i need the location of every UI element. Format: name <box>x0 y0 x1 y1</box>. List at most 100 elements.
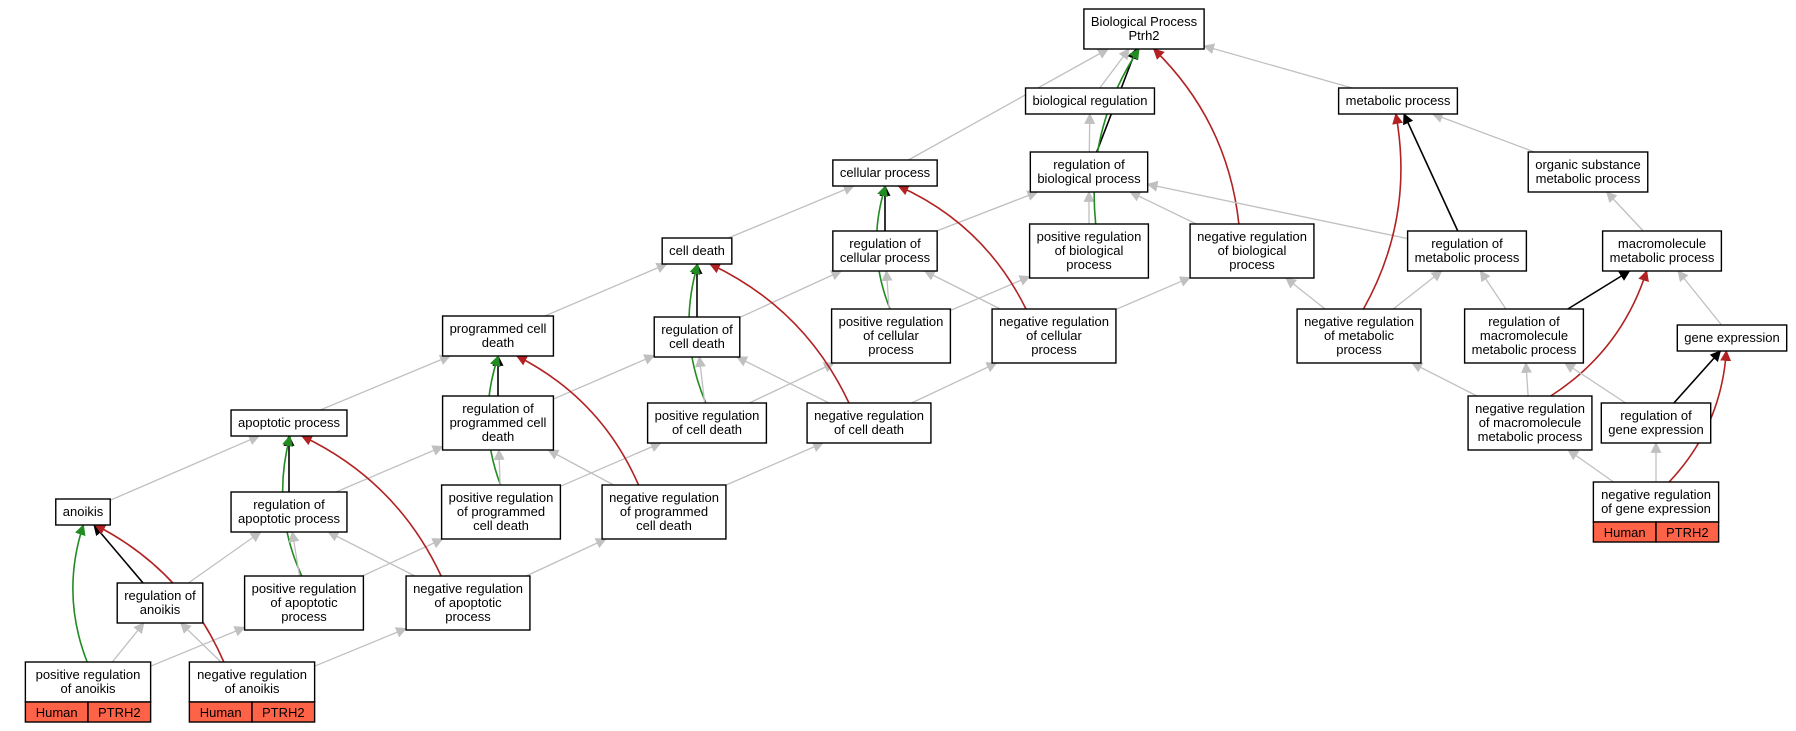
node-label-line: positive regulation <box>655 408 760 423</box>
edge-regmet-to-regbio <box>1146 180 1408 240</box>
node-label-line: programmed cell <box>450 415 547 430</box>
edge-orgsub-to-metab <box>1431 112 1535 153</box>
node-box <box>653 316 741 358</box>
node-apop[interactable]: apoptotic process <box>230 409 348 437</box>
edge-negmet-to-regmet <box>1392 270 1443 310</box>
edge-geneexp-to-macro <box>1677 270 1723 326</box>
edge-regpcd-to-regcd <box>553 354 656 400</box>
node-box <box>440 484 562 540</box>
node-anoikis[interactable]: anoikis <box>55 498 111 526</box>
edge-apop-to-pcd <box>319 354 451 411</box>
node-metab[interactable]: metabolic process <box>1337 87 1459 115</box>
edge-negmacro-to-regmacro <box>1521 361 1533 397</box>
node-box <box>230 409 348 437</box>
node-label-line: of metabolic <box>1324 328 1395 343</box>
edge-negcell-to-regcell <box>923 270 1001 310</box>
node-label-line: apoptotic process <box>238 511 340 526</box>
node-label-line: death <box>482 335 515 350</box>
edge-negpcd-to-regpcd <box>547 449 614 486</box>
node-label-line: regulation of <box>124 588 196 603</box>
node-label-line: of gene expression <box>1601 501 1711 516</box>
edge-negcd-to-celldeath <box>709 263 850 404</box>
node-label-line: gene expression <box>1684 330 1779 345</box>
node-box <box>1337 87 1459 115</box>
node-label-line: of cell death <box>672 422 742 437</box>
edge-reganoikis-to-anoikis <box>93 524 144 584</box>
node-label-line: process <box>281 609 327 624</box>
node-box <box>1467 395 1593 451</box>
edge-negcell-to-cellproc <box>897 185 1027 310</box>
edge-negapop-to-apop <box>300 435 442 577</box>
node-box <box>1083 8 1205 50</box>
edge-negpcd-to-pcd <box>515 355 640 486</box>
edge-metab-to-root <box>1203 43 1353 89</box>
edge-neganoikis-to-reganoikis <box>179 622 222 663</box>
edge-regmacro-to-regmet <box>1479 270 1507 310</box>
node-box <box>405 575 531 631</box>
node-label-line: negative regulation <box>1197 229 1307 244</box>
node-box <box>646 402 768 444</box>
node-label-line: metabolic process <box>1536 171 1641 186</box>
gene-cell <box>87 701 152 723</box>
node-label-line: metabolic process <box>1610 250 1715 265</box>
node-label-line: process <box>1336 342 1382 357</box>
node-label-line: Ptrh2 <box>1128 28 1159 43</box>
gene-label: PTRH2 <box>262 705 305 720</box>
edge-poscell-to-posbio <box>950 275 1031 312</box>
edge-negmet-to-negbio <box>1285 277 1326 310</box>
edge-negmacro-to-macro <box>1550 269 1649 397</box>
node-label-line: of anoikis <box>61 681 116 696</box>
node-geneexp[interactable]: gene expression <box>1676 324 1788 352</box>
node-label-line: of cell death <box>834 422 904 437</box>
node-box <box>1601 230 1723 272</box>
edge-negapop-to-negpcd <box>525 538 607 577</box>
gene-cell <box>1655 521 1720 543</box>
node-cellproc[interactable]: cellular process <box>832 159 938 187</box>
node-label-line: biological regulation <box>1033 93 1148 108</box>
node-celldeath[interactable]: cell death <box>661 237 733 265</box>
node-label-line: metabolic process <box>1472 342 1577 357</box>
node-label-line: cellular process <box>840 165 931 180</box>
node-label-line: of apoptotic <box>270 595 338 610</box>
node-bioreg[interactable]: biological regulation <box>1024 87 1156 115</box>
edge-negapop-to-regapop <box>327 531 416 577</box>
node-label-line: regulation of <box>661 322 733 337</box>
node-label-line: death <box>482 429 515 444</box>
node-label-line: regulation of <box>1053 157 1125 172</box>
node-box <box>1592 481 1720 523</box>
edge-celldeath-to-cellproc <box>728 184 855 239</box>
node-box <box>991 308 1117 364</box>
node-box <box>1676 324 1788 352</box>
node-label-line: process <box>868 342 914 357</box>
node-box <box>441 315 555 357</box>
node-box <box>1527 151 1649 193</box>
